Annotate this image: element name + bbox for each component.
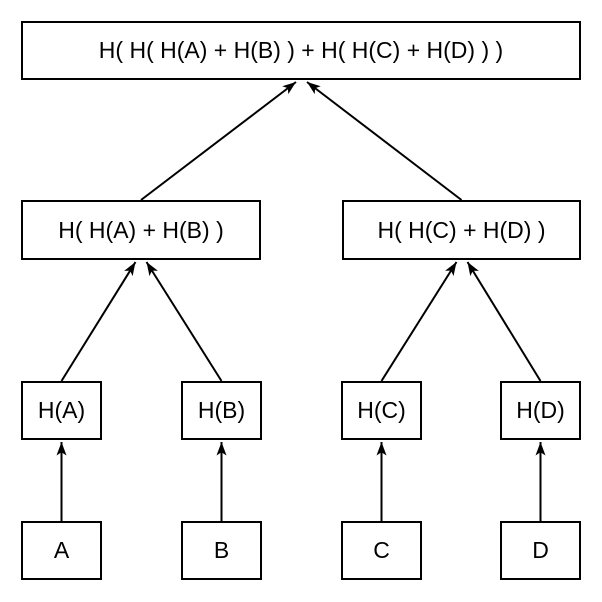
node-hash-ab: H( H(A) + H(B) ) xyxy=(21,200,261,260)
node-root-hash: H( H( H(A) + H(B) ) + H( H(C) + H(D) ) ) xyxy=(21,21,581,80)
edge-hash-b-to-hash-ab xyxy=(145,261,223,382)
edge-hash-a-to-hash-ab xyxy=(60,261,137,382)
node-leaf-a: A xyxy=(21,521,102,580)
node-hash-c: H(C) xyxy=(341,381,422,440)
edge-hash-d-to-hash-cd xyxy=(466,261,542,382)
node-leaf-c: C xyxy=(341,521,422,580)
node-hash-a: H(A) xyxy=(21,381,102,440)
edge-hash-c-to-hash-cd xyxy=(380,261,458,382)
node-hash-cd: H( H(C) + H(D) ) xyxy=(342,200,581,260)
node-hash-b: H(B) xyxy=(181,381,262,440)
edge-hash-cd-to-root xyxy=(306,81,463,201)
node-leaf-b: B xyxy=(181,521,262,580)
edge-hash-ab-to-root xyxy=(140,81,297,201)
node-leaf-d: D xyxy=(500,521,581,580)
node-hash-d: H(D) xyxy=(500,381,581,440)
